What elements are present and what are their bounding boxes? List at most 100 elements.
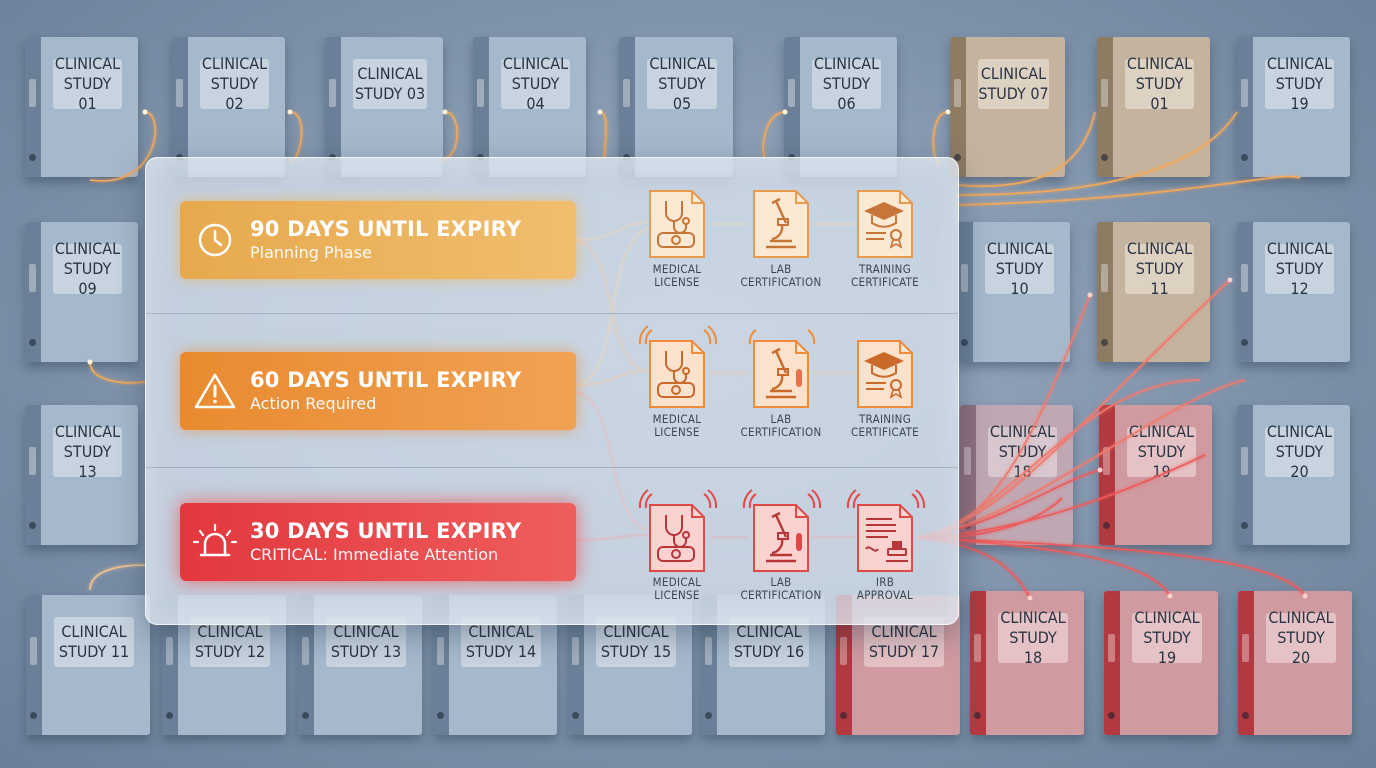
tier-divider — [146, 467, 958, 468]
doc-label-line: APPROVAL — [856, 588, 914, 602]
binder-spine — [568, 595, 584, 735]
binder-spine — [26, 595, 42, 735]
graduation-cap-icon[interactable] — [856, 339, 914, 409]
alert-waves-icon — [748, 329, 816, 345]
binder-label-line: STUDY 19 — [1143, 628, 1191, 667]
binder-label-line: CLINICAL — [813, 54, 880, 73]
binder-ring — [974, 712, 981, 719]
binder-label-line: CLINICAL — [986, 239, 1053, 258]
tier-30-card[interactable]: 30 DAYS UNTIL EXPIRY CRITICAL: Immediate… — [180, 503, 576, 581]
binder-label-line: CLINICAL — [468, 622, 534, 641]
binder-label-line: STUDY 11 — [58, 642, 130, 661]
binder-ring — [840, 712, 847, 719]
binder-spine — [701, 595, 717, 735]
graduation-cap-icon[interactable] — [856, 189, 914, 259]
doc-label-line: CERTIFICATION — [740, 425, 822, 439]
microscope-icon[interactable] — [752, 189, 810, 259]
binder-spine — [836, 595, 852, 735]
binder-ring — [1101, 339, 1108, 346]
binder-spine — [25, 405, 41, 545]
binder-label-line: STUDY 16 — [733, 642, 805, 661]
wire-node — [142, 109, 148, 115]
binder-spine — [325, 37, 341, 177]
binder-spine — [25, 37, 41, 177]
binder-label-line: STUDY 09 — [63, 259, 112, 298]
binder-label-line: CLINICAL — [649, 54, 715, 73]
doc-label-line: LICENSE — [654, 425, 700, 439]
medical-license-icon[interactable] — [648, 339, 706, 409]
binder-label-line: CLINICAL — [54, 54, 121, 73]
medical-license-icon[interactable] — [648, 503, 706, 573]
binder-label-line: CLINICAL — [61, 622, 127, 641]
binder-label-line: STUDY 18 — [998, 442, 1047, 481]
medical-license-icon[interactable] — [648, 189, 706, 259]
binder-label-line: CLINICAL — [1266, 422, 1333, 441]
binder-label-line: STUDY 01 — [63, 74, 112, 113]
binder-spine — [1237, 37, 1253, 177]
binder-label-line: STUDY 20 — [1275, 442, 1324, 481]
binder-label-line: CLINICAL — [54, 239, 121, 258]
binder-ring — [437, 712, 444, 719]
binder-ring — [1242, 712, 1249, 719]
microscope-icon[interactable] — [752, 339, 810, 409]
tier-90-card[interactable]: 90 DAYS UNTIL EXPIRY Planning Phase — [180, 201, 576, 279]
wire-node — [1087, 292, 1093, 298]
microscope-icon[interactable] — [752, 503, 810, 573]
binder-ring — [1101, 154, 1108, 161]
wire — [599, 111, 607, 159]
tier-60-card[interactable]: 60 DAYS UNTIL EXPIRY Action Required — [180, 352, 576, 430]
binder-label-line: STUDY 01 — [1135, 74, 1184, 113]
wire — [89, 361, 146, 384]
alert-waves-icon — [846, 489, 926, 509]
alert-waves-icon — [742, 489, 822, 509]
binder-spine — [25, 222, 41, 362]
binder-spine — [298, 595, 314, 735]
binder-label-line: CLINICAL — [736, 622, 802, 641]
binder-label-line: CLINICAL — [1126, 54, 1193, 73]
binder-label-line: CLINICAL — [502, 54, 569, 73]
doc-label-line: TRAINING — [858, 412, 912, 426]
tier-subtitle: CRITICAL: Immediate Attention — [250, 545, 499, 564]
stamped-document-icon[interactable] — [856, 503, 914, 573]
doc-label-line: LAB — [770, 575, 792, 589]
binder-label-line: STUDY 19 — [1275, 74, 1324, 113]
binder-label-line: CLINICAL — [197, 622, 263, 641]
doc-label-line: IRB — [875, 575, 895, 589]
tier-subtitle: Planning Phase — [250, 243, 372, 262]
